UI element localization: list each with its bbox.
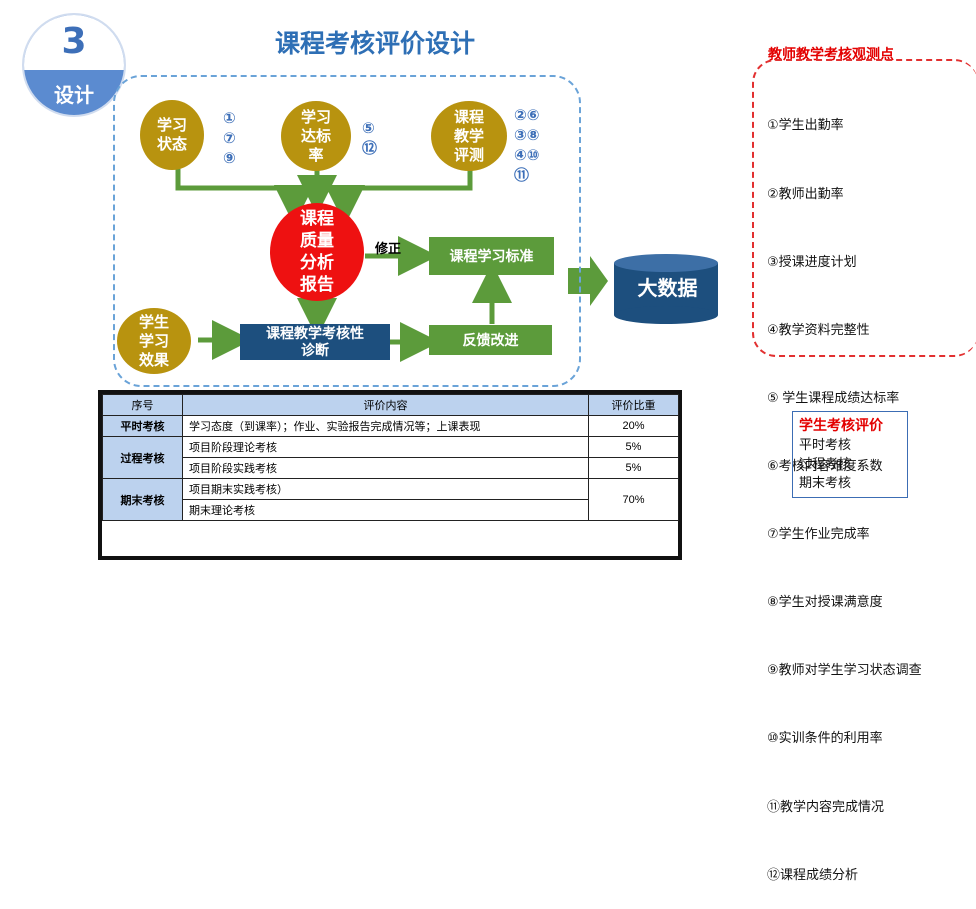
observation-title: 教师教学考核观测点 <box>768 46 894 62</box>
section-number: 3 <box>61 21 87 62</box>
student-eval-item: 平时考核 <box>799 437 852 452</box>
diagram-arrows <box>175 163 608 362</box>
row-type: 过程考核 <box>102 436 183 479</box>
observation-item: ①学生出勤率 <box>767 117 844 133</box>
table-row: 期末理论考核 <box>103 499 679 521</box>
observation-item: ⑩实训条件的利用率 <box>767 730 883 746</box>
row-type: 期末考核 <box>102 478 183 521</box>
row-type: 平时考核 <box>102 415 183 437</box>
observation-item: ⑧学生对授课满意度 <box>767 594 883 610</box>
header-content: 评价内容 <box>182 394 589 416</box>
row-weight: 5% <box>588 457 679 479</box>
row-content: 项目期末实践考核） <box>182 478 589 500</box>
circle-learning-rate: 学习 达标 率 <box>281 101 351 171</box>
observation-item: ⑨教师对学生学习状态调查 <box>767 662 922 678</box>
observation-frame <box>752 59 976 357</box>
rate-indicator-numbers: ⑤ ⑫ <box>362 120 378 157</box>
observation-item: ⑪教学内容完成情况 <box>767 798 885 814</box>
table-row: 期末考核 项目期末实践考核） 70% <box>102 478 679 521</box>
row-content: 学习态度（到课率）；作业、实验报告完成情况等；上课表现 <box>182 415 589 437</box>
status-indicator-numbers: ① ⑦ ⑨ <box>223 110 236 167</box>
database-icon <box>614 254 718 324</box>
correction-label: 修正 <box>375 241 402 256</box>
observation-item: ④教学资料完整性 <box>767 321 870 337</box>
header-weight: 评价比重 <box>588 394 679 416</box>
assessment-table: 序号 评价内容 评价比重 平时考核 学习态度（到课率）；作业、实验报告完成情况等… <box>102 394 679 521</box>
bigdata-label: 大数据 <box>637 278 698 300</box>
student-eval-frame <box>792 411 908 498</box>
student-eval-item: 期末考核 <box>799 475 852 490</box>
circle-teaching-evaluation: 课程 教学 评测 <box>431 101 507 171</box>
circle-learning-effect: 学生 学习 效果 <box>117 308 191 374</box>
page-title: 课程考核评价设计 <box>274 30 475 58</box>
student-eval-item: 过程考核 <box>799 456 852 471</box>
observation-item: ②教师出勤率 <box>767 185 844 201</box>
row-content: 期末理论考核 <box>182 499 589 521</box>
observation-item: ③授课进度计划 <box>767 253 857 269</box>
circle-learning-status: 学习 状态 <box>140 100 204 170</box>
row-weight: 70% <box>588 478 679 521</box>
observation-item: ⑥考核内容难度系数 <box>767 457 883 473</box>
observation-item: ⑦学生作业完成率 <box>767 526 870 542</box>
section-label: 设计 <box>54 85 94 107</box>
eval-indicator-numbers: ②⑥ ③⑧ ④⑩ ⑪ <box>514 107 540 184</box>
table-row: 平时考核 学习态度（到课率）；作业、实验报告完成情况等；上课表现 20% <box>102 415 679 437</box>
header-index: 序号 <box>102 394 183 416</box>
row-weight: 20% <box>588 415 679 437</box>
table-row: 过程考核 项目阶段理论考核 5% <box>102 436 679 479</box>
quality-report-circle: 课程 质量 分析 报告 <box>270 203 364 301</box>
section-badge: 3 设计 <box>22 13 126 117</box>
feedback-box: 反馈改进 <box>429 325 552 355</box>
diagnosis-box: 课程教学考核性 诊断 <box>240 324 390 360</box>
diagram-frame <box>113 75 581 387</box>
table-row: 项目阶段实践考核 5% <box>103 457 679 479</box>
student-eval-list: 平时考核 过程考核 期末考核 <box>799 435 851 492</box>
row-content: 项目阶段实践考核 <box>182 457 589 479</box>
row-content: 项目阶段理论考核 <box>182 436 589 458</box>
course-standard-box: 课程学习标准 <box>429 237 554 275</box>
row-weight: 5% <box>588 436 679 458</box>
student-eval-title: 学生考核评价 <box>799 417 883 433</box>
observation-item: ⑤ 学生课程成绩达标率 <box>767 389 900 405</box>
observation-item: ⑫课程成绩分析 <box>767 866 859 882</box>
table-header-row: 序号 评价内容 评价比重 <box>102 394 679 416</box>
